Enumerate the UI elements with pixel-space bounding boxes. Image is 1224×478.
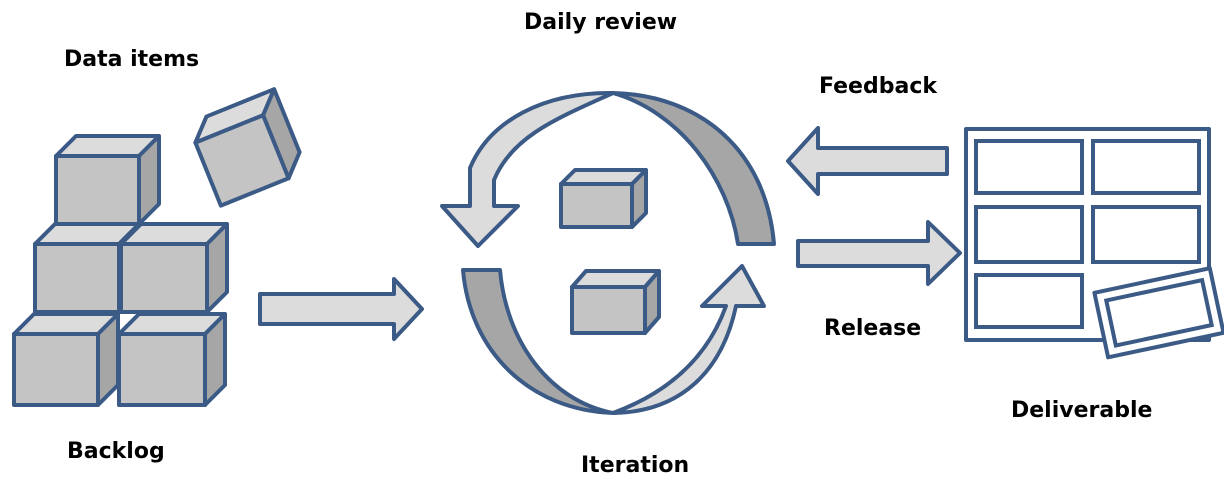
deliverable-cell-1 [974, 139, 1084, 195]
deliverable-cell-2 [1091, 139, 1201, 195]
data-items-label: Data items [64, 47, 200, 72]
backlog-to-iteration-arrow [258, 277, 424, 341]
backlog-cube-top [54, 134, 161, 226]
feedback-label: Feedback [819, 74, 937, 99]
deliverable-grid [964, 127, 1224, 360]
cycle-band-right [611, 91, 776, 246]
backlog-cube-stack [12, 134, 229, 407]
backlog-cube-bottom-left [12, 312, 120, 407]
data-item-cube [193, 87, 302, 208]
deliverable-label: Deliverable [1011, 398, 1153, 423]
iteration-cycle [440, 90, 776, 415]
backlog-label: Backlog [67, 439, 165, 464]
cycle-arrow-bottom [611, 264, 766, 415]
deliverable-cell-5 [974, 273, 1084, 329]
iteration-label: Iteration [581, 453, 690, 478]
deliverable-cell-4 [1091, 205, 1201, 264]
deliverable-cell-outgoing [1092, 266, 1224, 360]
release-arrow [796, 220, 962, 286]
release-label: Release [824, 316, 922, 341]
iteration-cube-lower [570, 269, 661, 335]
backlog-cube-middle-right [119, 222, 229, 314]
daily-review-label: Daily review [524, 10, 678, 35]
backlog-cube-bottom-right [117, 312, 227, 407]
iteration-cube-upper [559, 168, 648, 229]
cycle-arrow-top [440, 90, 615, 248]
deliverable-cell-3 [974, 205, 1084, 264]
feedback-arrow [786, 126, 949, 196]
